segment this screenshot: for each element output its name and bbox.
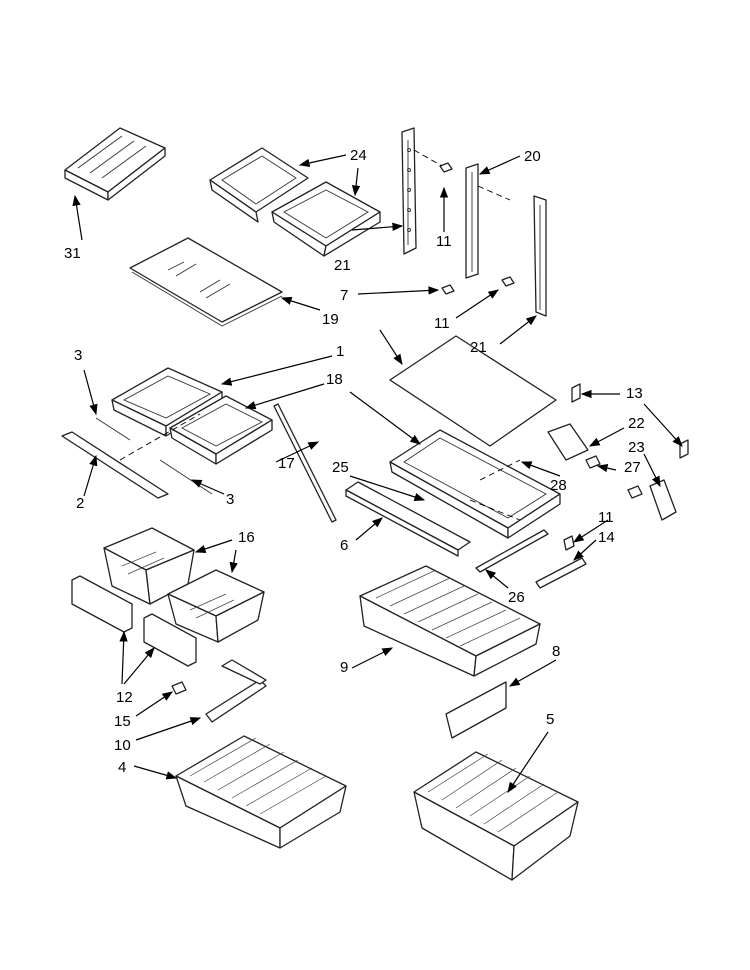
label-2: 2 [76,495,84,512]
label-14: 14 [598,529,615,546]
label-23: 23 [628,439,645,456]
part-31-tray [64,127,166,201]
label-20: 20 [524,148,541,165]
part-2-3-17-strips [61,403,337,523]
label-24: 24 [350,147,367,164]
part-19-glass-shelf-top [129,237,283,327]
label-13: 13 [626,385,643,402]
leader-lines [72,154,683,793]
label-11b: 11 [434,315,450,332]
part-19-glass-shelf-right [389,335,557,447]
part-24-shelves [209,147,381,257]
label-7: 7 [340,287,348,304]
part-5-basket [413,751,579,881]
part-10-15-bracket [171,659,267,723]
label-17: 17 [278,455,295,472]
label-27: 27 [624,459,641,476]
part-16-crispers [103,527,265,643]
label-8: 8 [552,643,560,660]
label-19: 19 [322,311,339,328]
part-8-divider [445,681,507,739]
label-5: 5 [546,711,554,728]
part-14-26-slides [475,529,587,589]
part-9-pan [359,565,541,677]
label-3a: 3 [74,347,82,364]
label-9: 9 [340,659,348,676]
label-21a: 21 [334,257,351,274]
part-6-25-trim [345,481,471,557]
label-6: 6 [340,537,348,554]
label-11a: 11 [436,233,452,250]
label-31: 31 [64,245,81,262]
label-22: 22 [628,415,645,432]
label-25: 25 [332,459,349,476]
part-18-shelf-frame-right [389,429,561,539]
label-21b: 21 [470,339,487,356]
part-4-basket [175,735,347,849]
part-13-22-23-27-clips [547,383,689,521]
label-11c: 11 [598,509,614,526]
label-3b: 3 [226,491,234,508]
part-12-covers [71,575,197,667]
label-10: 10 [114,737,131,754]
label-15: 15 [114,713,131,730]
part-20-21-rails [401,127,547,317]
label-26: 26 [508,589,525,606]
part-1-18-shelf-frames [111,367,273,465]
label-28: 28 [550,477,567,494]
label-18: 18 [326,371,343,388]
label-16: 16 [238,529,255,546]
label-1: 1 [336,343,344,360]
callout-labels: 31 24 20 21 11 7 19 11 21 3 1 18 13 22 2… [64,147,645,776]
label-4: 4 [118,759,126,776]
label-12: 12 [116,689,133,706]
